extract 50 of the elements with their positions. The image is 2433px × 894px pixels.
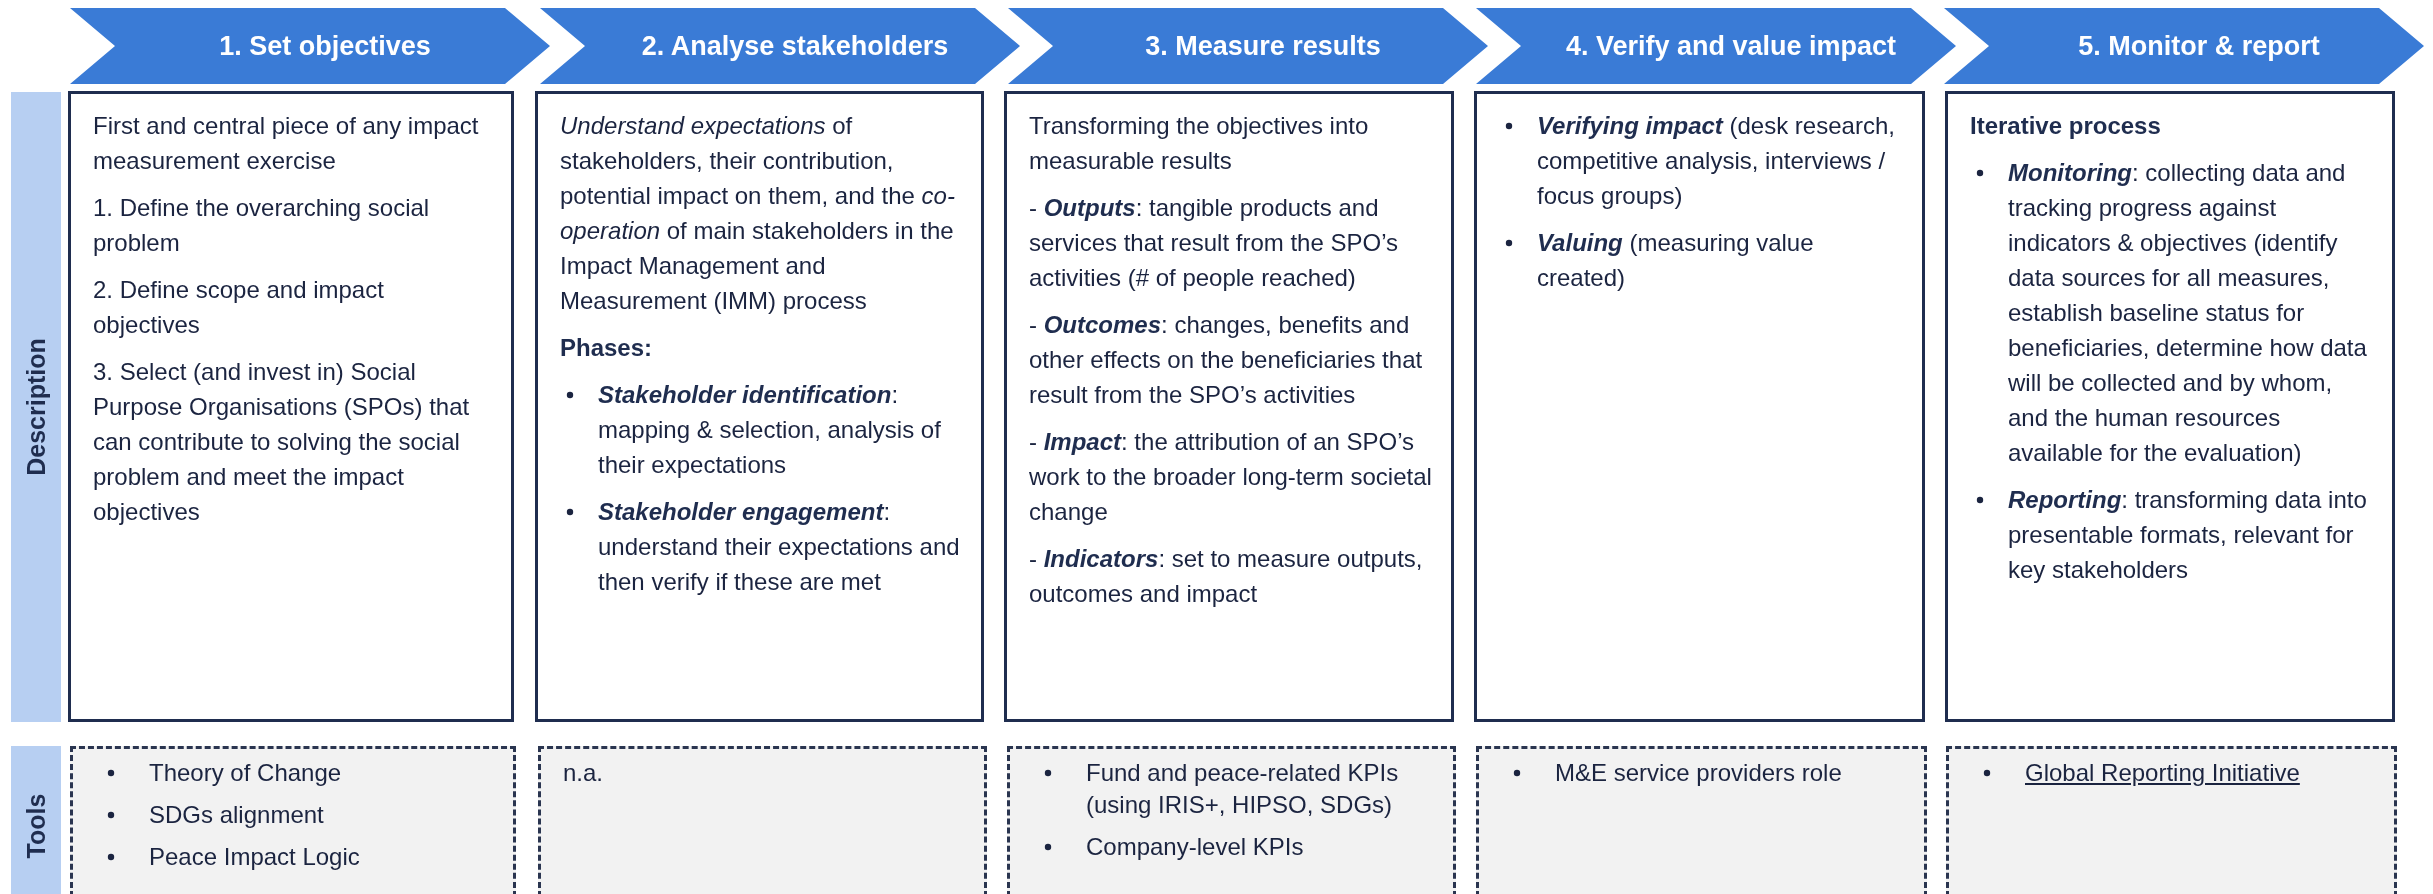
paragraph: - Outcomes: changes, benefits and other effects on the beneficiaries that result from the SPO’s activities — [1029, 310, 1424, 410]
tools-box — [70, 746, 516, 894]
paragraph: - Impact: the attribution of an SPO’s work to the broader long-term societal change — [1029, 427, 1433, 527]
bullet-item: Verifying impact (desk research, competitive analysis, interviews / focus groups) — [1537, 112, 1895, 209]
paragraph: Understand expectations of stakeholders, their contribution, potential impact on them, and the co-operation of main stakeholders in the Impact Management and Measurement (IMM) process — [560, 111, 956, 316]
step-header-banner — [70, 8, 550, 84]
step-title: 2. Analyse stakeholders — [641, 30, 949, 62]
tools-box — [1007, 746, 1456, 894]
step-title: 1. Set objectives — [219, 30, 431, 62]
bullet-item: Monitoring: collecting data and tracking progress against indicators & objectives (identify data sources for all measures, establish baseline status for beneficiaries, determine how data will be collected and by whom, and the human resources available for the evaluation) — [2008, 159, 2367, 466]
step-header-banner — [1944, 8, 2424, 84]
description-box — [68, 91, 514, 722]
heading: Phases: — [560, 333, 654, 363]
bullet-item: Reporting: transforming data into presentable formats, relevant for key stakeholders — [2008, 486, 2367, 583]
heading: Iterative process — [1970, 111, 2162, 141]
tools-box — [538, 746, 987, 894]
paragraph: First and central piece of any impact measurement exercise — [93, 111, 480, 176]
step-header-banner — [1476, 8, 1956, 84]
tools-box — [1476, 746, 1927, 894]
bullet-item: Fund and peace-related KPIs (using IRIS+, HIPSO, SDGs) — [1086, 759, 1399, 818]
step-header-banner — [1008, 8, 1488, 84]
paragraph: 1. Define the overarching social problem — [93, 193, 431, 258]
bullet-item: Valuing (measuring value created) — [1537, 229, 1814, 291]
step-header-banner — [540, 8, 1020, 84]
bullet-item: Stakeholder identification: mapping & selection, analysis of their expectations — [598, 381, 941, 478]
bullet-item: Theory of Change — [149, 759, 342, 786]
description-box — [1004, 91, 1454, 722]
step-title: 5. Monitor & report — [2078, 30, 2320, 62]
description-box — [1945, 91, 2395, 722]
bullet-item: M&E service providers role — [1555, 759, 1842, 786]
paragraph: n.a. — [563, 758, 605, 788]
row-label: Tools — [21, 793, 51, 859]
bullet-item: Stakeholder engagement: understand their expectations and then verify if these are met — [598, 498, 960, 595]
bullet-item: Peace Impact Logic — [149, 843, 360, 870]
link: Global Reporting Initiative — [2025, 759, 2300, 786]
tools-box — [1946, 746, 2397, 894]
row-header-bar — [11, 746, 61, 894]
step-title: 4. Verify and value impact — [1565, 30, 1897, 62]
bullet-item: SDGs alignment — [149, 801, 324, 828]
paragraph: - Outputs: tangible products and services that result from the SPO’s activities (# of people reached) — [1029, 193, 1400, 293]
row-header-bar — [11, 92, 61, 722]
paragraph: 2. Define scope and impact objectives — [93, 275, 385, 340]
row-label: Description — [21, 338, 51, 476]
description-box — [535, 91, 984, 722]
paragraph: - Indicators: set to measure outputs, outcomes and impact — [1029, 544, 1424, 609]
bullet-item: Company-level KPIs — [1086, 833, 1304, 860]
step-title: 3. Measure results — [1145, 30, 1381, 62]
description-box — [1474, 91, 1925, 722]
paragraph: 3. Select (and invest in) Social Purpose Organisations (SPOs) that can contribute to solving the social problem and meet the impact objectives — [93, 357, 471, 527]
paragraph: Transforming the objectives into measurable results — [1029, 111, 1370, 176]
